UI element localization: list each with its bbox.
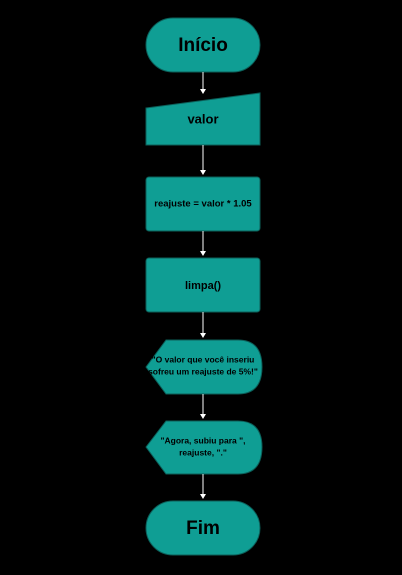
display-1-line-2: sofreu um reajuste de 5%!": [148, 366, 258, 376]
end-node[interactable]: Fim: [145, 500, 261, 556]
input-node[interactable]: valor: [145, 92, 261, 146]
process-label: reajuste = valor * 1.05: [154, 199, 252, 210]
connector-process-to-call: [200, 231, 206, 256]
display-shape-1: [145, 339, 263, 395]
display-node-2[interactable]: "Agora, subiu para ", reajuste, ".": [145, 420, 263, 475]
process-node[interactable]: reajuste = valor * 1.05: [145, 176, 261, 232]
start-node[interactable]: Início: [145, 17, 261, 73]
start-label: Início: [178, 35, 228, 56]
display-2-line-2: reajuste, ".": [179, 447, 227, 457]
end-terminal-shape: [145, 500, 261, 556]
call-node[interactable]: limpa(): [145, 257, 261, 313]
call-label: limpa(): [185, 280, 221, 292]
connector-start-to-input: [200, 72, 206, 94]
display-2-line-1: "Agora, subiu para ",: [160, 435, 245, 445]
connector-call-to-display-1: [200, 312, 206, 338]
display-1-line-1: "O valor que você inseriu: [152, 354, 255, 364]
input-label: valor: [187, 111, 218, 126]
end-label: Fim: [186, 518, 220, 539]
connector-display-2-to-end: [200, 474, 206, 499]
display-node-1[interactable]: "O valor que você inseriu sofreu um reaj…: [145, 339, 263, 395]
connector-input-to-process: [200, 145, 206, 175]
display-shape-2: [145, 420, 263, 475]
connector-display-1-to-display-2: [200, 394, 206, 419]
manual-input-shape: [145, 92, 261, 146]
